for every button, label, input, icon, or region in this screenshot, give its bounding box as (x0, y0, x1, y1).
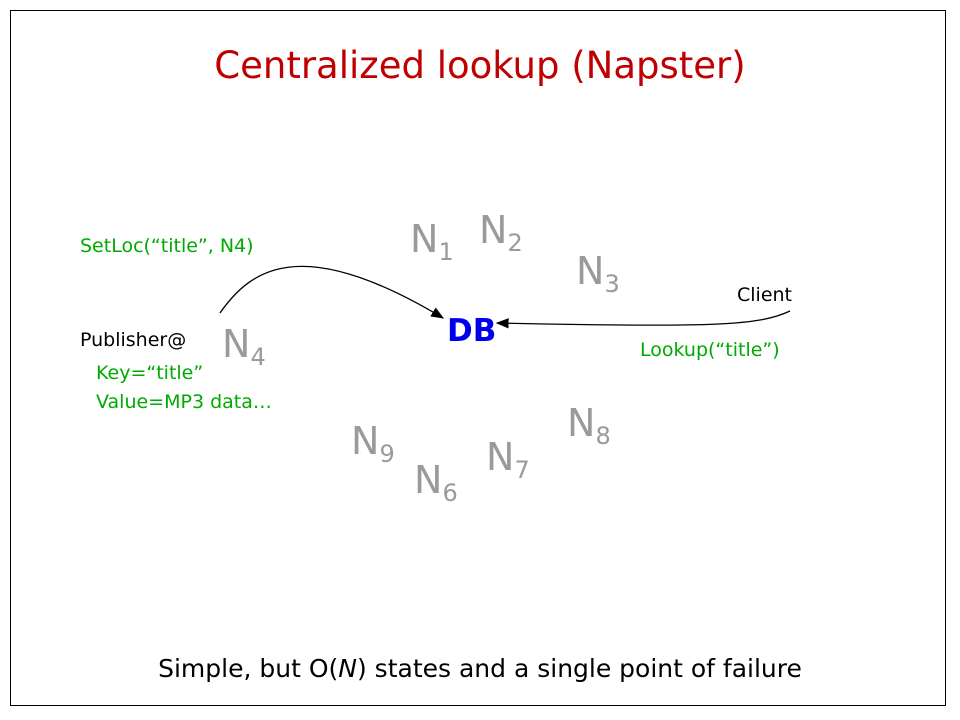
publish-arrow (219, 265, 445, 319)
node-n7: N7 (486, 435, 530, 484)
publisher-label: Publisher@ (80, 329, 187, 351)
node-n6: N6 (414, 458, 458, 507)
lookup-arrow (495, 310, 791, 329)
node-n1: N1 (410, 217, 454, 266)
node-n2: N2 (479, 208, 523, 257)
db-label: DB (447, 313, 497, 349)
node-n9: N9 (351, 419, 395, 468)
footer-note: Simple, but O(N) states and a single poi… (158, 654, 802, 683)
lookup-label: Lookup(“title”) (640, 339, 780, 361)
node-n4: N4 (222, 322, 266, 371)
slide-frame (10, 10, 946, 706)
node-n8: N8 (567, 401, 611, 450)
client-label: Client (737, 284, 793, 306)
setloc-label: SetLoc(“title”, N4) (80, 235, 254, 257)
node-n3: N3 (576, 249, 620, 298)
value-label: Value=MP3 data… (96, 391, 272, 413)
key-label: Key=“title” (96, 362, 204, 384)
slide-title: Centralized lookup (Napster) (214, 44, 746, 87)
